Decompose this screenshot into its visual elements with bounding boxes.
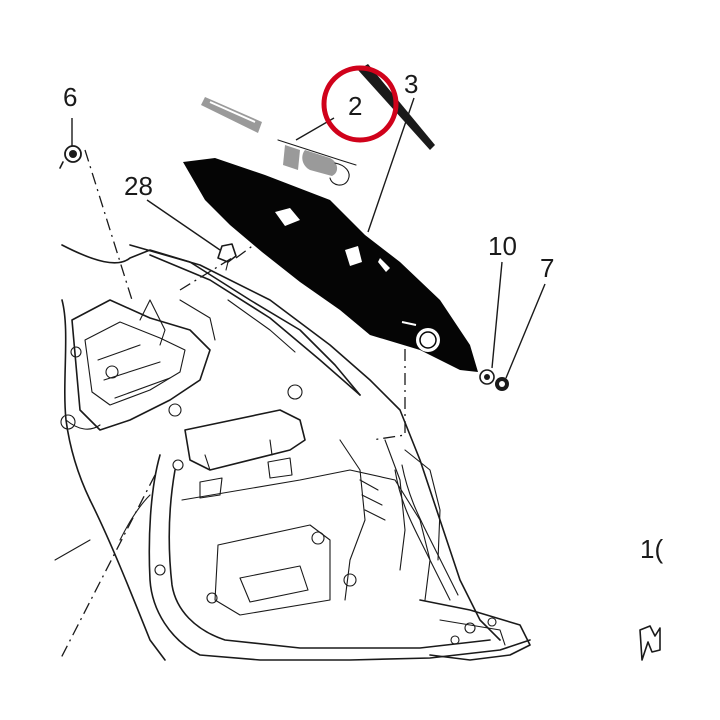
- clip-part-28: [217, 243, 237, 271]
- callout-10: 10: [488, 231, 517, 261]
- seat-cover-panel: [183, 158, 478, 372]
- screw-part-6: [59, 145, 82, 169]
- rear-subframe: [54, 244, 531, 661]
- callout-2: 2: [348, 91, 362, 121]
- leader-lines: [71, 97, 546, 379]
- callout-3: 3: [404, 69, 418, 99]
- highlight-ring: [321, 65, 399, 143]
- assembly-lines: [59, 149, 406, 661]
- partial-clip-right: [639, 625, 661, 661]
- decal-sticker: [201, 97, 357, 186]
- washer-part-10: [479, 369, 495, 385]
- callout-10-partial: 1(: [640, 534, 663, 564]
- callout-7: 7: [540, 253, 554, 283]
- callout-6: 6: [63, 82, 77, 112]
- nut-part-7: [495, 377, 509, 391]
- callout-28: 28: [124, 171, 153, 201]
